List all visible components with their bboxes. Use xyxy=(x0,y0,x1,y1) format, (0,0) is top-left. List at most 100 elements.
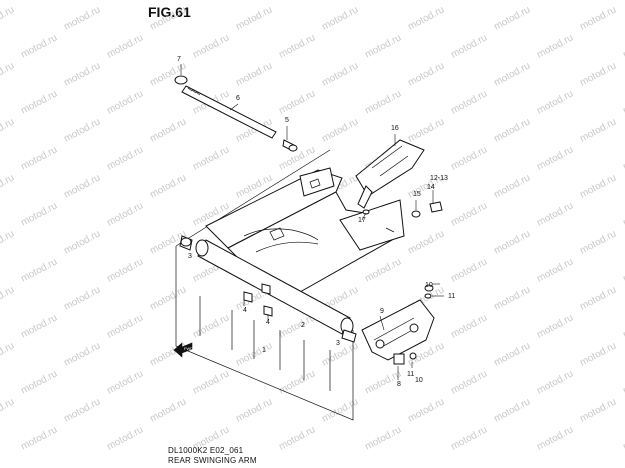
watermark-text: motod.ru xyxy=(105,88,145,116)
caliper-bracket xyxy=(361,284,435,365)
callout-label: 5 xyxy=(285,117,289,124)
watermark-text: motod.ru xyxy=(19,200,59,228)
watermark-text: motod.ru xyxy=(535,200,575,228)
bolt-10-bottom xyxy=(409,352,417,360)
watermark-text: motod.ru xyxy=(406,60,446,88)
watermark-text: motod.ru xyxy=(621,424,625,452)
watermark-text: motod.ru xyxy=(492,340,532,368)
watermark-text: motod.ru xyxy=(0,116,16,144)
watermark-text: motod.ru xyxy=(621,88,625,116)
watermark-text: motod.ru xyxy=(363,88,403,116)
watermark-text: motod.ru xyxy=(19,256,59,284)
watermark-text: motod.ru xyxy=(19,32,59,60)
watermark-text: motod.ru xyxy=(234,60,274,88)
callout-label: 10 xyxy=(415,377,423,384)
watermark-text: motod.ru xyxy=(449,368,489,396)
watermark-text: motod.ru xyxy=(0,4,16,32)
watermark-text: motod.ru xyxy=(19,368,59,396)
watermark-text: motod.ru xyxy=(0,340,16,368)
chain-guard xyxy=(355,139,443,218)
watermark-text: motod.ru xyxy=(449,424,489,452)
nut-7 xyxy=(174,75,188,85)
callout-label: 17 xyxy=(358,217,366,224)
watermark-text: motod.ru xyxy=(62,60,102,88)
watermark-text: motod.ru xyxy=(621,32,625,60)
watermark-text: motod.ru xyxy=(535,368,575,396)
swing-arm xyxy=(179,167,405,343)
fwd-arrow-icon: FWD xyxy=(173,342,193,358)
washer-15 xyxy=(411,210,421,218)
spacer-8 xyxy=(393,353,405,365)
watermark-text: motod.ru xyxy=(148,172,188,200)
bearing-4-b xyxy=(263,305,273,317)
washer-11-top xyxy=(424,293,432,299)
watermark-text: motod.ru xyxy=(320,116,360,144)
watermark-text: motod.ru xyxy=(578,396,618,424)
watermark-text: motod.ru xyxy=(449,88,489,116)
watermark-text: motod.ru xyxy=(277,32,317,60)
callout-label: 6 xyxy=(236,95,240,102)
watermark-text: motod.ru xyxy=(105,424,145,452)
watermark-text: motod.ru xyxy=(621,368,625,396)
callout-label: 10 xyxy=(425,282,433,289)
watermark-text: motod.ru xyxy=(62,228,102,256)
watermark-text: motod.ru xyxy=(191,312,231,340)
watermark-text: motod.ru xyxy=(621,200,625,228)
callout-label: 9 xyxy=(380,308,384,315)
watermark-text: motod.ru xyxy=(578,340,618,368)
watermark-text: motod.ru xyxy=(234,396,274,424)
watermark-text: motod.ru xyxy=(492,284,532,312)
watermark-text: motod.ru xyxy=(320,396,360,424)
bolt-10-top xyxy=(424,284,434,292)
watermark-text: motod.ru xyxy=(449,144,489,172)
callout-label: 15 xyxy=(413,191,421,198)
watermark-text: motod.ru xyxy=(0,172,16,200)
callout-label: 2 xyxy=(301,322,305,329)
bush-3-right xyxy=(341,329,357,343)
watermark-text: motod.ru xyxy=(320,60,360,88)
watermark-text: motod.ru xyxy=(406,228,446,256)
watermark-text: motod.ru xyxy=(492,60,532,88)
watermark-text: motod.ru xyxy=(578,284,618,312)
watermark-text: motod.ru xyxy=(578,116,618,144)
watermark-text: motod.ru xyxy=(148,284,188,312)
watermark-text: motod.ru xyxy=(105,368,145,396)
watermark-text: motod.ru xyxy=(62,4,102,32)
watermark-text: motod.ru xyxy=(62,396,102,424)
callout-label: 7 xyxy=(177,56,181,63)
watermark-text: motod.ru xyxy=(492,172,532,200)
watermark-text: motod.ru xyxy=(406,116,446,144)
watermark-text: motod.ru xyxy=(406,396,446,424)
watermark-text: motod.ru xyxy=(363,32,403,60)
watermark-text: motod.ru xyxy=(148,4,188,32)
watermark-text: motod.ru xyxy=(578,60,618,88)
watermark-text: motod.ru xyxy=(277,368,317,396)
callout-label: 12-13 xyxy=(430,175,448,182)
callout-label: 14 xyxy=(427,184,435,191)
callout-label: 1 xyxy=(262,347,266,354)
watermark-text: motod.ru xyxy=(191,32,231,60)
watermark-text: motod.ru xyxy=(19,144,59,172)
diagram-name: REAR SWINGING ARM xyxy=(168,456,257,465)
watermark-text: motod.ru xyxy=(105,312,145,340)
watermark-text: motod.ru xyxy=(406,4,446,32)
fwd-label: FWD xyxy=(184,346,193,351)
watermark-text: motod.ru xyxy=(492,116,532,144)
callout-label: 4 xyxy=(266,319,270,326)
frame-box xyxy=(175,149,354,421)
watermark-text: motod.ru xyxy=(449,312,489,340)
watermark-text: motod.ru xyxy=(191,368,231,396)
block-12-13 xyxy=(429,201,443,213)
watermark-text: motod.ru xyxy=(277,424,317,452)
watermark-text: motod.ru xyxy=(578,172,618,200)
watermark-text: motod.ru xyxy=(62,340,102,368)
callout-label: 3 xyxy=(336,340,340,347)
watermark-text: motod.ru xyxy=(0,228,16,256)
watermark-text: motod.ru xyxy=(320,4,360,32)
watermark-text: motod.ru xyxy=(0,284,16,312)
watermark-text: motod.ru xyxy=(449,32,489,60)
watermark-text: motod.ru xyxy=(105,144,145,172)
callout-label: 11 xyxy=(407,371,414,378)
